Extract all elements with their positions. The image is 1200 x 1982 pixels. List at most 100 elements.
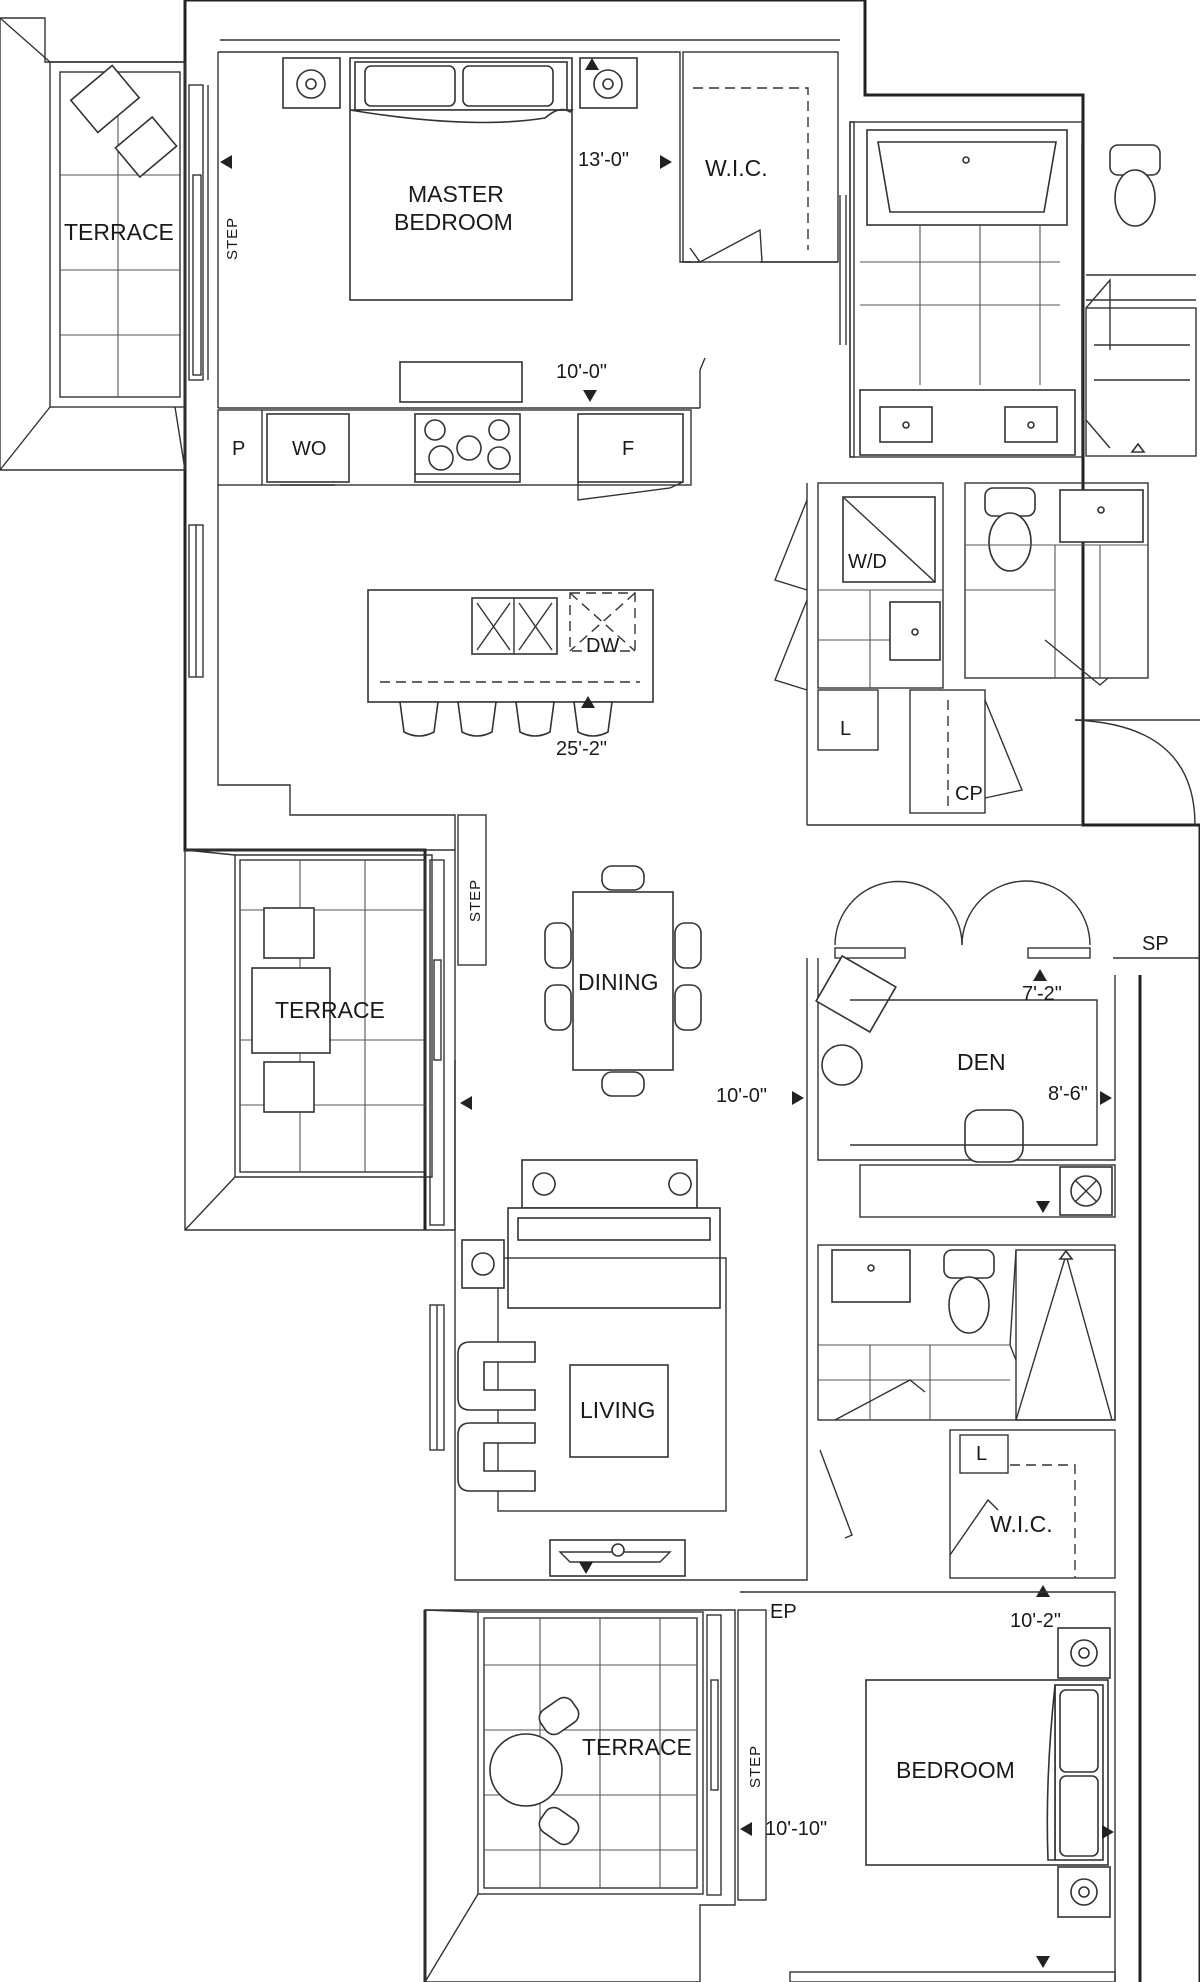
dining-table: DINING bbox=[544, 865, 702, 1097]
bedroom-linen-label: L bbox=[976, 1443, 987, 1465]
living: LIVING bbox=[454, 1060, 853, 1581]
pantry-label: P bbox=[232, 438, 245, 460]
step bbox=[457, 814, 487, 966]
dimension-arrow bbox=[792, 1091, 804, 1105]
dining-width-dim: 10'-0" bbox=[716, 1085, 767, 1107]
shower-icon bbox=[1009, 1249, 1116, 1421]
den-label: DEN bbox=[957, 1049, 1006, 1075]
den-width-dim: 7'-2" bbox=[1022, 983, 1062, 1005]
washer-dryer-icon bbox=[842, 496, 936, 583]
floor-lamp-icon bbox=[461, 1239, 505, 1289]
powder-room bbox=[964, 482, 1149, 686]
dimension-arrow bbox=[740, 1822, 752, 1836]
coat-closet: CP bbox=[909, 689, 1023, 814]
bed-icon bbox=[349, 57, 574, 301]
sp-label: SP bbox=[1142, 933, 1169, 955]
area-rug bbox=[497, 1257, 727, 1512]
dimension-arrow bbox=[1036, 1956, 1050, 1968]
desk-chair-icon bbox=[964, 1109, 1024, 1163]
master-bedroom: MASTER BEDROOM 13'-0" 10'-0" bbox=[217, 51, 706, 409]
dimension-arrow bbox=[585, 58, 599, 70]
kitchen-wall bbox=[217, 485, 456, 850]
nightstand-lamp-icon bbox=[1057, 1627, 1111, 1679]
second-bath bbox=[817, 1244, 1116, 1421]
dimension-arrow bbox=[1102, 1825, 1114, 1839]
kitchen-living-dim: 25'-2" bbox=[556, 738, 607, 760]
wall-oven-label: WO bbox=[292, 438, 326, 460]
dishwasher-label: DW bbox=[586, 635, 619, 657]
bedroom: 10'-2" BEDROOM 10'-10" bbox=[740, 1591, 1116, 1982]
bed-icon bbox=[865, 1679, 1109, 1866]
master-terrace-door[interactable] bbox=[188, 84, 209, 381]
shower-icon bbox=[1085, 278, 1197, 457]
master-wic-label: W.I.C. bbox=[705, 155, 768, 181]
nightstand-lamp-icon bbox=[521, 1159, 698, 1209]
bedroom-terrace-door[interactable] bbox=[706, 1614, 722, 1896]
master-bedroom-label-1: MASTER bbox=[408, 181, 504, 207]
dishwasher-icon bbox=[569, 592, 636, 652]
bedroom-depth-dim: 10'-10" bbox=[765, 1818, 827, 1840]
toilet-icon bbox=[943, 1249, 995, 1334]
entry-door[interactable] bbox=[1074, 719, 1200, 826]
nightstand-lamp-icon bbox=[282, 57, 341, 109]
fridge-label: F bbox=[622, 438, 634, 460]
dining-terrace-door[interactable] bbox=[429, 859, 445, 1226]
patio-table-icon bbox=[489, 1696, 580, 1846]
ensuite-bath bbox=[839, 121, 1197, 458]
double-sink-icon bbox=[471, 597, 558, 655]
bedroom-width-dim: 10'-2" bbox=[1010, 1610, 1061, 1632]
step-label-master: STEP bbox=[224, 217, 241, 260]
tv-console-icon bbox=[549, 1539, 686, 1577]
terrace-mid: TERRACE bbox=[184, 849, 456, 1231]
dining-label: DINING bbox=[578, 969, 659, 995]
den: DEN 7'-2" 8'-6" bbox=[815, 880, 1116, 1218]
patio-table-icon bbox=[251, 907, 331, 1113]
step bbox=[737, 1609, 767, 1901]
kitchen-island: DW 25'-2" bbox=[367, 589, 654, 760]
vanity-sink-icon bbox=[859, 389, 1076, 456]
dimension-arrow bbox=[1100, 1091, 1112, 1105]
sink-icon bbox=[1059, 489, 1144, 543]
den-depth-dim: 8'-6" bbox=[1048, 1083, 1088, 1105]
living-window bbox=[429, 1304, 445, 1451]
dimension-arrow bbox=[583, 390, 597, 402]
bedroom-wic: L W.I.C. bbox=[949, 1429, 1116, 1597]
step-label-bedroom: STEP bbox=[747, 1745, 764, 1788]
terrace-bottom-label: TERRACE bbox=[582, 1734, 692, 1760]
wall-oven bbox=[266, 413, 350, 483]
dimension-arrow bbox=[581, 696, 595, 708]
kitchen: P WO F bbox=[217, 409, 692, 501]
bathtub-icon bbox=[866, 129, 1068, 226]
dimension-arrow bbox=[579, 1562, 593, 1574]
master-depth-dim: 10'-0" bbox=[556, 361, 607, 383]
dimension-arrow bbox=[1036, 1201, 1050, 1213]
dimension-arrow bbox=[1036, 1585, 1050, 1597]
dimension-arrow bbox=[220, 155, 232, 169]
master-wic: W.I.C. bbox=[682, 51, 839, 263]
side-table bbox=[821, 1044, 863, 1086]
toilet-icon bbox=[984, 487, 1036, 572]
dimension-arrow bbox=[660, 155, 672, 169]
lounge-chair-icon bbox=[815, 954, 897, 1034]
dresser bbox=[399, 361, 523, 403]
lounge-chair-icon bbox=[69, 64, 178, 179]
coat-closet-label: CP bbox=[955, 783, 983, 805]
step-label-dining: STEP bbox=[467, 879, 484, 922]
living-label: LIVING bbox=[580, 1397, 655, 1423]
cooktop-icon bbox=[414, 413, 521, 483]
terrace-top: TERRACE bbox=[0, 17, 186, 471]
kitchen-window bbox=[188, 524, 204, 678]
ep-label: EP bbox=[770, 1601, 797, 1623]
dining-chair-icon bbox=[544, 865, 702, 1097]
laundry-room: W/D L bbox=[774, 482, 944, 825]
coffee-table bbox=[569, 1364, 669, 1458]
sink-icon bbox=[831, 1249, 911, 1303]
bedroom-wic-label: W.I.C. bbox=[990, 1511, 1053, 1537]
laundry-sink-icon bbox=[889, 601, 941, 661]
stool-icon bbox=[399, 701, 613, 737]
fridge-icon bbox=[577, 413, 684, 501]
toilet-icon bbox=[1109, 144, 1161, 227]
nightstand-lamp-icon bbox=[1057, 1866, 1111, 1918]
washer-dryer-label: W/D bbox=[848, 551, 887, 573]
